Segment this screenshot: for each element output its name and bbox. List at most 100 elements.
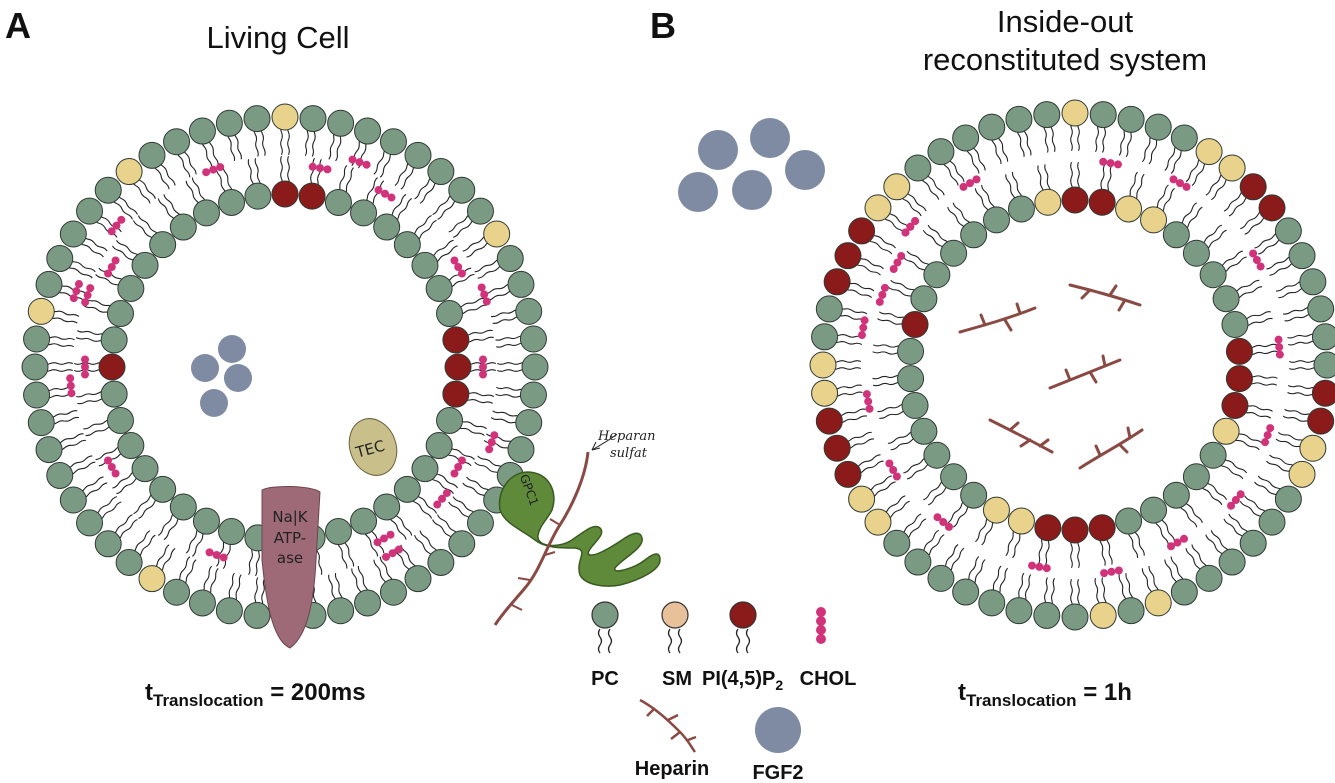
- pc-head: [1311, 323, 1335, 351]
- lipid-tail: [207, 568, 219, 598]
- lipid-tail: [1077, 578, 1080, 610]
- lipid-tail: [1037, 534, 1044, 565]
- lipid-tail: [1133, 173, 1145, 204]
- chol-dot: [479, 363, 487, 371]
- heparan-label-line1: Heparan: [597, 429, 655, 444]
- lipid-tail: [923, 478, 946, 501]
- pc-head: [1199, 261, 1227, 289]
- t-value-a: = 200ms: [264, 679, 366, 706]
- lipid-tail: [222, 165, 234, 195]
- pip2-head: [1311, 379, 1335, 407]
- pc-head: [163, 128, 191, 156]
- lipid-tail: [1275, 280, 1305, 292]
- pc-head: [23, 381, 51, 409]
- lipid-tail: [163, 194, 183, 219]
- pip2-head: [823, 434, 851, 462]
- pc-head: [904, 154, 932, 182]
- lipid-tail: [357, 566, 369, 595]
- sm-head: [1212, 417, 1240, 445]
- chol-dot: [479, 370, 487, 379]
- pc-head: [448, 176, 476, 204]
- pc-head: [978, 589, 1006, 617]
- sm-head: [1061, 99, 1089, 127]
- chol-dot: [1252, 256, 1261, 264]
- chol-dot: [893, 258, 902, 267]
- pc-head: [21, 353, 49, 381]
- chol-dot: [117, 215, 126, 224]
- lipid-tail: [336, 539, 348, 569]
- pc-head: [218, 188, 246, 216]
- pip2-head: [442, 380, 470, 408]
- heparin-strand: [1068, 283, 1142, 312]
- pc-head: [952, 578, 980, 606]
- chol-dot: [897, 252, 906, 261]
- chol-dot: [362, 160, 371, 169]
- chol-dot: [944, 522, 953, 531]
- lipid-tail: [176, 150, 191, 178]
- pc-head: [188, 589, 216, 617]
- lipid-tail: [971, 559, 986, 587]
- legend-pip2-label: PI(4,5)P: [702, 668, 775, 690]
- lipid-tail: [492, 410, 523, 418]
- pc-head: [393, 475, 421, 503]
- sm-head: [271, 103, 299, 131]
- chol-dot: [74, 280, 83, 289]
- pc-head: [327, 597, 355, 625]
- lipid-tail: [1231, 437, 1260, 451]
- pip2-head: [1061, 186, 1089, 214]
- chol-dot: [1266, 424, 1275, 433]
- chol-dot: [107, 227, 116, 236]
- chol-dot: [1113, 160, 1122, 169]
- pc-head: [299, 105, 327, 133]
- sm-head: [1089, 601, 1117, 629]
- chol-dot: [457, 269, 466, 278]
- lipid-tail: [47, 316, 78, 324]
- fgf2-protein: [698, 130, 738, 170]
- pc-head: [192, 507, 220, 535]
- pc-head: [897, 337, 925, 365]
- lipid-tail: [304, 125, 310, 156]
- lipid-tail: [947, 498, 967, 524]
- chol-dot: [381, 189, 389, 198]
- fgf2-protein: [732, 170, 772, 210]
- lipid-tail: [975, 514, 991, 543]
- pip2-head: [1225, 365, 1253, 393]
- lipid-tail: [68, 461, 96, 476]
- chol-dot: [450, 256, 459, 265]
- lipid-tail: [890, 279, 919, 293]
- chol-dot: [479, 355, 487, 364]
- svg-text:tTranslocation = 200ms: tTranslocation = 200ms: [145, 679, 366, 710]
- sm-head: [982, 496, 1010, 524]
- lipid-tail: [1217, 462, 1244, 480]
- lipid-tail: [457, 304, 487, 316]
- lipid-tail: [185, 526, 201, 554]
- sm-head: [1288, 460, 1316, 488]
- chol-dot: [880, 283, 889, 292]
- chol-dot: [111, 256, 120, 265]
- heparan-label-line2: sulfat: [610, 446, 648, 461]
- lipid-tail: [981, 184, 997, 212]
- pc-head: [354, 117, 382, 145]
- lipid-tail: [925, 534, 945, 559]
- chol-dot: [86, 284, 95, 293]
- fgf2-protein: [785, 150, 825, 190]
- lipid-tail: [77, 330, 108, 336]
- legend-sm: SM: [661, 601, 692, 690]
- pc-head: [404, 141, 432, 169]
- chol-dot: [382, 552, 391, 561]
- chol-dot: [1176, 179, 1184, 188]
- fgf2-protein: [200, 389, 228, 417]
- legend-chol: CHOL: [800, 607, 856, 690]
- lipid-tail: [1050, 577, 1055, 609]
- pc-head: [978, 113, 1006, 141]
- lipid-tail: [455, 425, 485, 436]
- nak-label-line2: ATP-: [274, 529, 306, 547]
- svg-text:tTranslocation = 1h: tTranslocation = 1h: [958, 679, 1132, 710]
- pc-head: [59, 486, 87, 514]
- fgf2-protein: [750, 118, 790, 158]
- pc-head: [960, 481, 988, 509]
- lipid-tail: [419, 530, 440, 555]
- lipid-tail: [95, 445, 123, 461]
- pc-head: [1005, 597, 1033, 625]
- pc-head: [138, 141, 166, 169]
